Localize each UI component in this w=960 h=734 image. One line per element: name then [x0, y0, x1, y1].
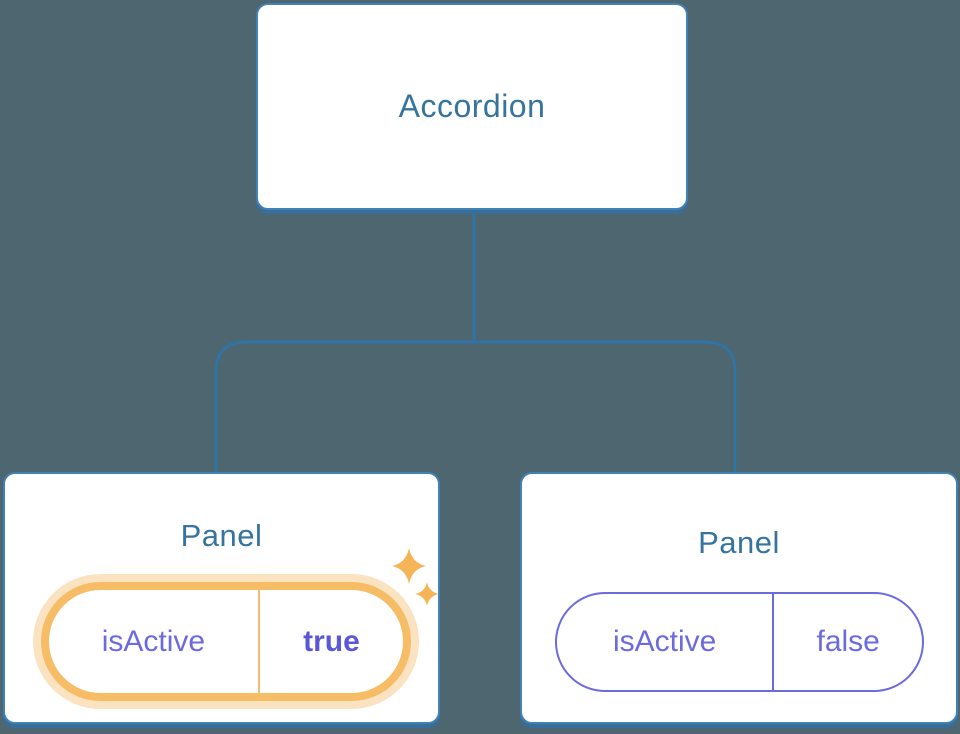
panel-title: Panel	[180, 518, 263, 553]
panel-title: Panel	[698, 525, 780, 560]
state-key-label: isActive	[101, 624, 206, 658]
node-panel-inactive: Panel isActive false	[520, 472, 958, 724]
node-panel-active: Panel isActive true	[3, 472, 440, 724]
state-value-label: true	[257, 590, 403, 693]
state-key-label: isActive	[612, 625, 717, 658]
state-value-label: false	[772, 594, 922, 690]
state-pill-active: isActive true	[41, 582, 411, 701]
node-accordion: Accordion	[256, 3, 688, 210]
state-pill-inactive: isActive false	[555, 592, 924, 692]
sparkles-icon	[392, 548, 439, 606]
node-accordion-label: Accordion	[398, 88, 546, 124]
